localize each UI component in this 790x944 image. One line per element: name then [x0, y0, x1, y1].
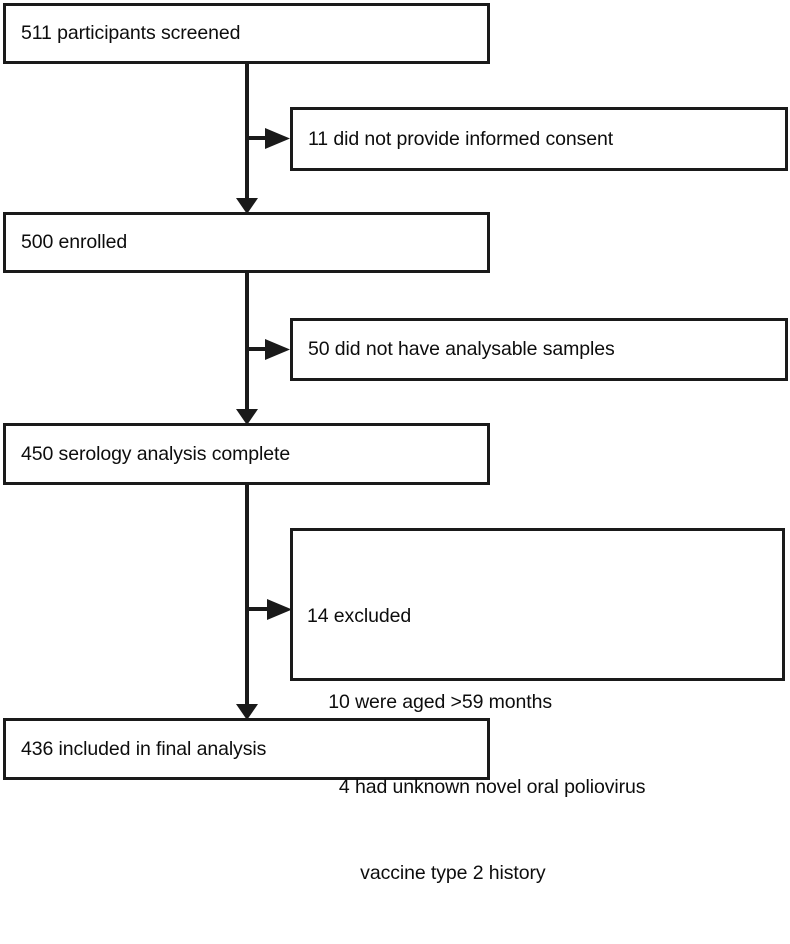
- arrowhead-into-serology: [236, 409, 258, 425]
- node-label-serology: 450 serology analysis complete: [21, 442, 291, 465]
- excluded-line-aged: 10 were aged >59 months: [307, 690, 553, 713]
- node-label-no-consent: 11 did not provide informed consent: [308, 127, 614, 150]
- box-outline-serology: [3, 423, 490, 485]
- box-outline-no-samples: [290, 318, 788, 381]
- flowchart-container: 511 participants screened 11 did not pro…: [3, 3, 788, 884]
- arrowhead-into-no-consent: [265, 128, 290, 149]
- arrowhead-into-no-samples: [265, 339, 290, 360]
- box-outline-included: [3, 718, 490, 780]
- node-label-included: 436 included in final analysis: [21, 737, 267, 760]
- connector-group: [236, 62, 292, 720]
- excluded-line-total: 14 excluded: [307, 605, 412, 627]
- box-outline-no-consent: [290, 107, 788, 171]
- box-outline-group: [3, 3, 788, 780]
- arrowhead-into-included: [236, 704, 258, 720]
- box-outline-screened: [3, 3, 490, 64]
- box-outline-enrolled: [3, 212, 490, 273]
- excluded-line-nopv2-history-cont: vaccine type 2 history: [307, 861, 546, 884]
- node-label-no-samples: 50 did not have analysable samples: [308, 338, 615, 360]
- arrowhead-into-excluded: [267, 599, 292, 620]
- flowchart-graphics: [3, 3, 788, 780]
- node-label-screened: 511 participants screened: [21, 22, 241, 44]
- node-label-enrolled: 500 enrolled: [21, 231, 128, 253]
- box-outline-excluded: [290, 528, 785, 681]
- arrowhead-into-enrolled: [236, 198, 258, 214]
